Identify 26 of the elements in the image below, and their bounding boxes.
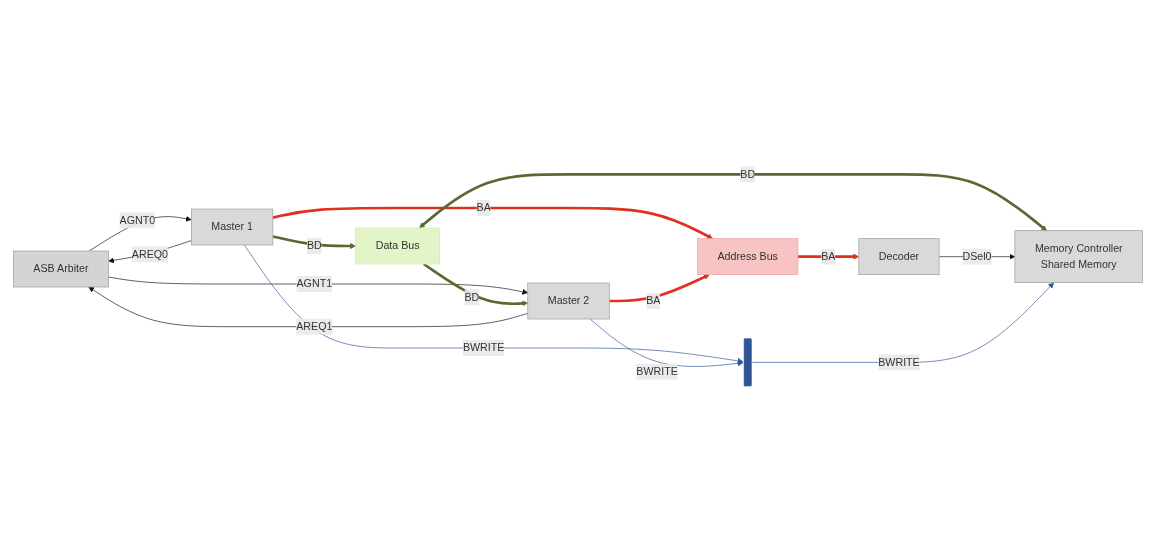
edge-label: BWRITE [462, 342, 505, 354]
node-box: ASB Arbiter [13, 251, 109, 288]
node-box: Memory Controller Shared Memory [1014, 230, 1143, 284]
arrow [423, 263, 529, 307]
edge-label: AREQ1 [296, 321, 333, 333]
edge-label: BD [464, 291, 480, 304]
arrow [419, 173, 1047, 232]
edge-label: BD [306, 240, 322, 252]
edge-label: BWRITE [636, 366, 678, 378]
arrow [609, 274, 710, 303]
node-box: Address Bus [697, 238, 799, 276]
node-box: Master 2 [527, 283, 610, 320]
edge-label: BA [821, 251, 836, 263]
arrow [272, 207, 714, 240]
edge-label: DSel0 [962, 251, 992, 263]
edge-label: BD [740, 168, 756, 181]
edge-label: AGNT0 [119, 214, 156, 227]
edge-label: AGNT1 [296, 278, 333, 290]
node-box: Data Bus [355, 228, 440, 265]
arrow [272, 235, 356, 250]
edge-label: AREQ0 [131, 248, 169, 261]
edge-label: BWRITE [878, 356, 920, 369]
edge-label: BA [646, 295, 661, 307]
edge-label: BA [476, 202, 491, 214]
node-box: Decoder [858, 238, 940, 276]
node-box: Master 1 [191, 209, 274, 246]
